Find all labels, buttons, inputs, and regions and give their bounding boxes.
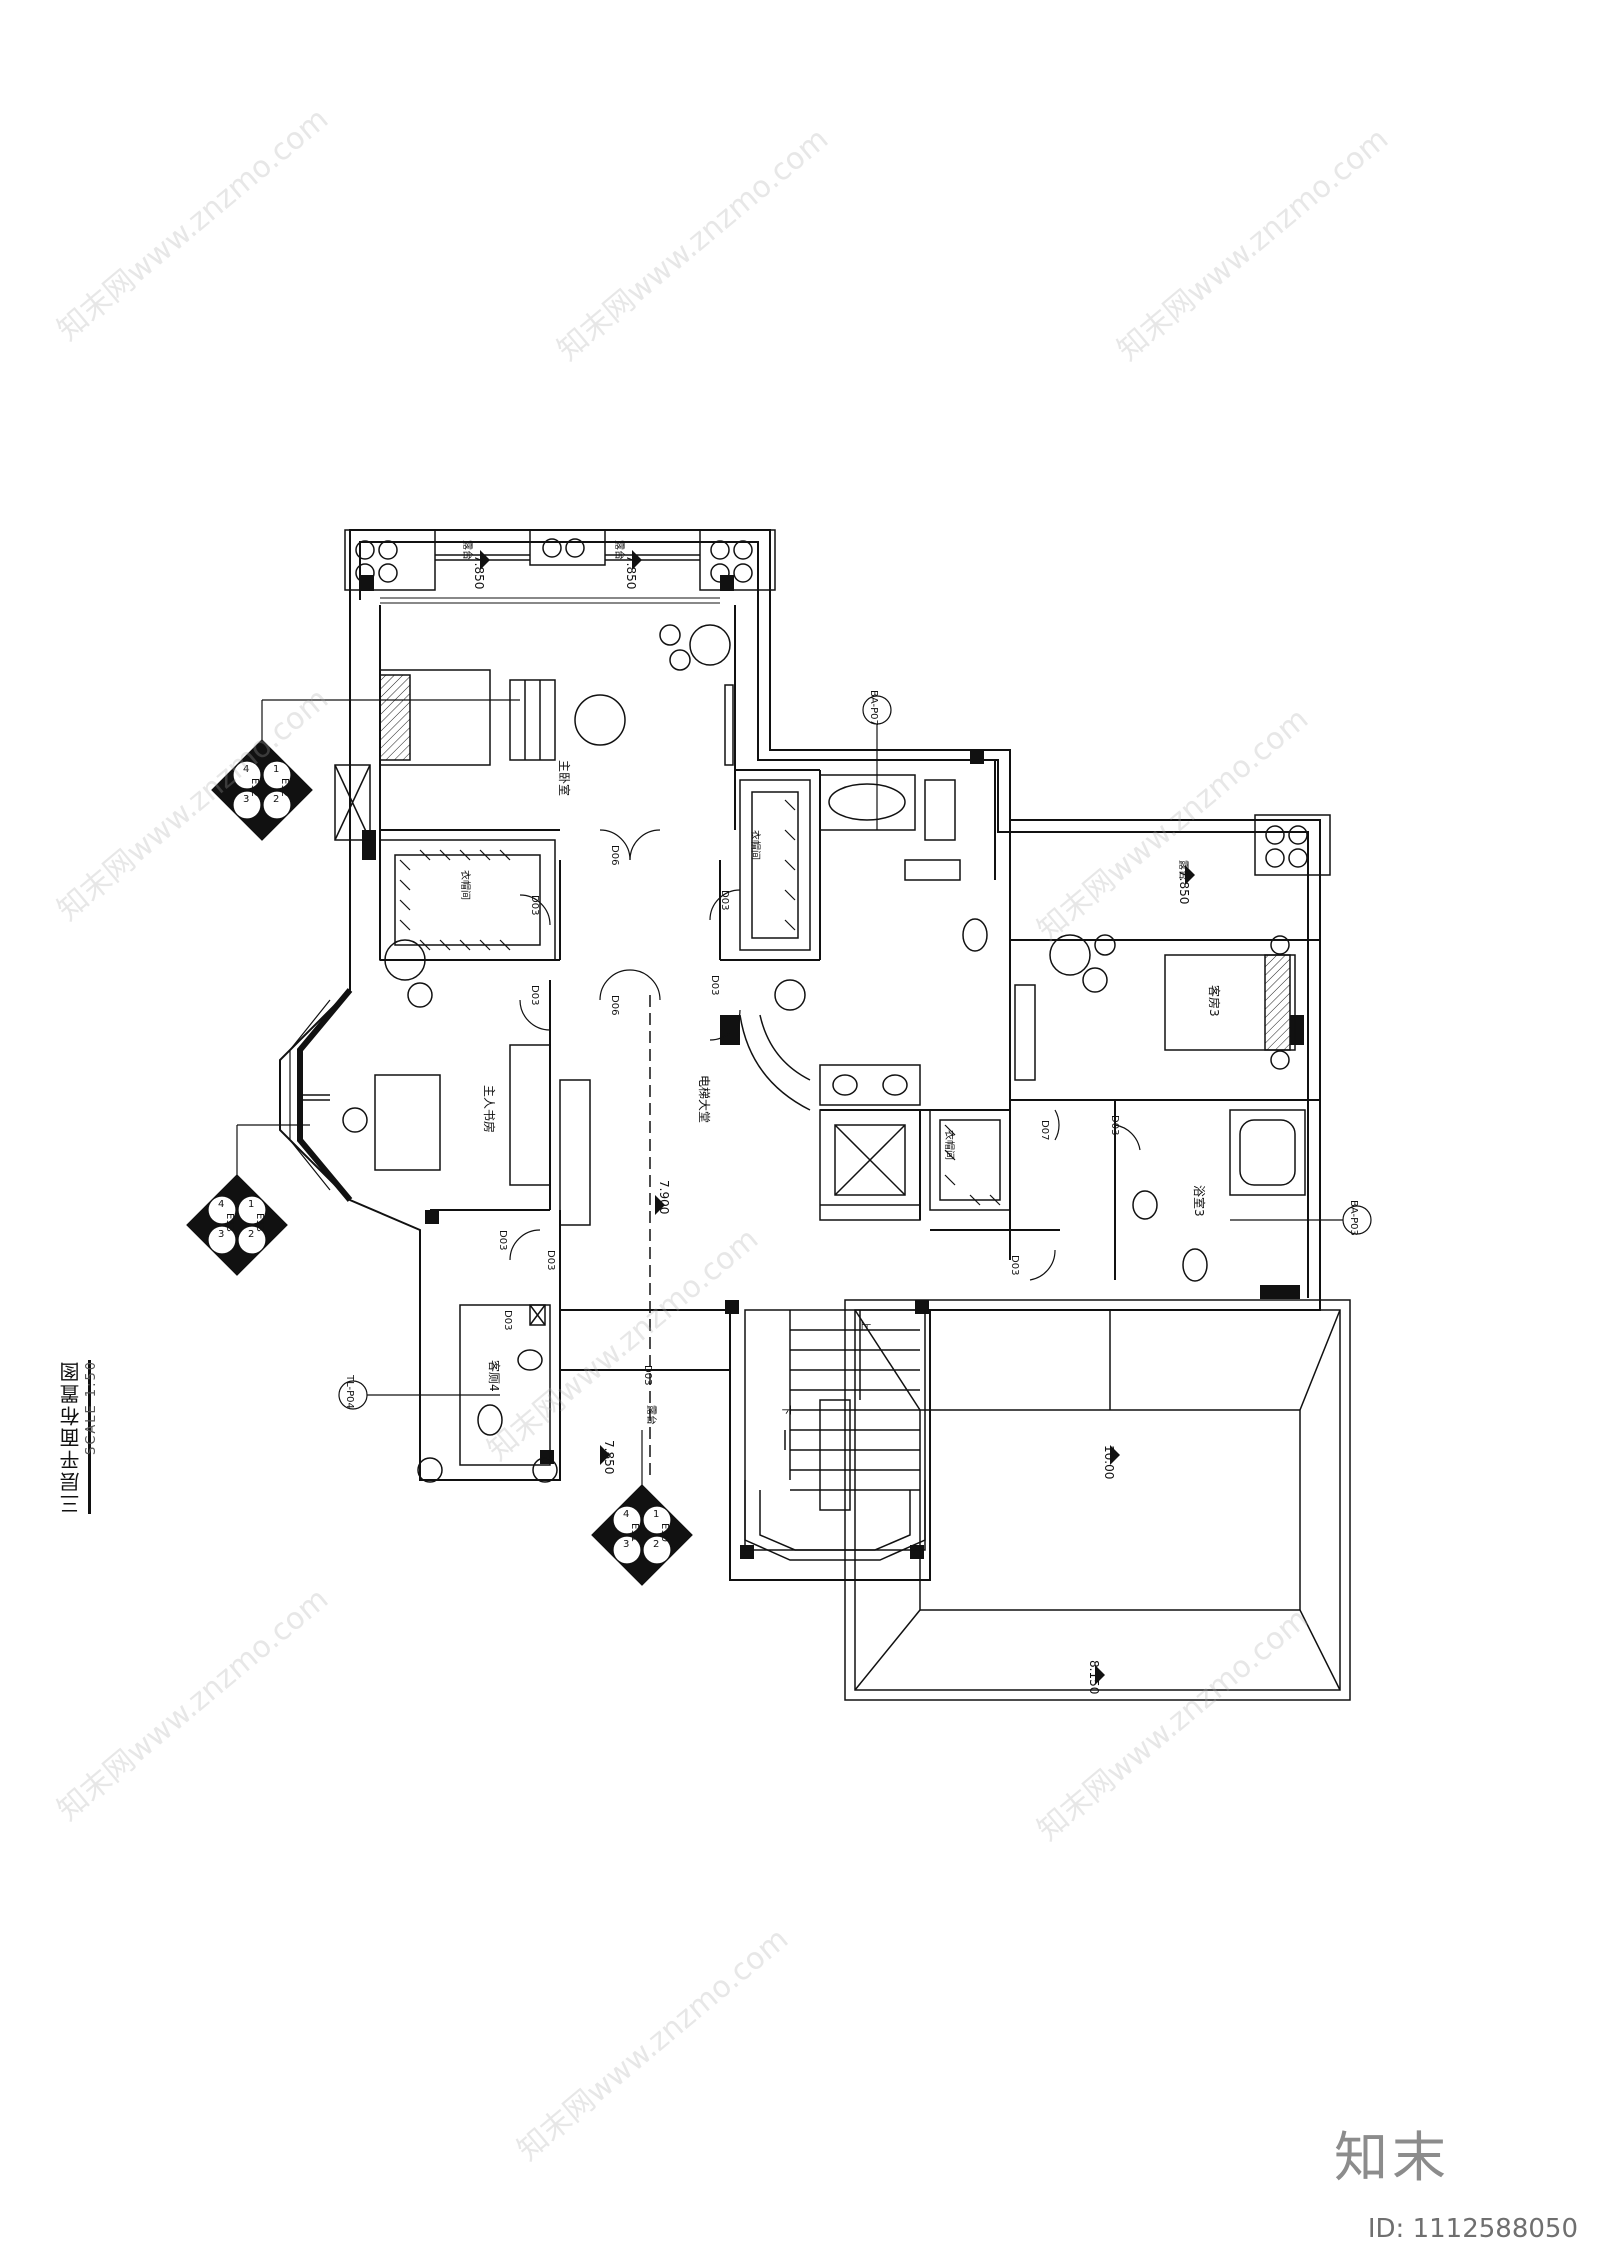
stair-down-label: 下 bbox=[780, 1405, 791, 1415]
elevation-labels: 7.850 7.850 7.850 7.850 7.900 10.00 8.15… bbox=[472, 555, 1191, 1694]
e11-num-3: 3 bbox=[623, 1539, 629, 1550]
door-tag-d07: D07 bbox=[1039, 1120, 1050, 1140]
e12-num-3: 3 bbox=[243, 794, 249, 805]
e11-num-2: 2 bbox=[653, 1539, 659, 1550]
e13-code-b: E13 bbox=[224, 1213, 235, 1232]
elevation-7850-c: 7.850 bbox=[1177, 870, 1191, 904]
e13-code-a: E13 bbox=[254, 1213, 265, 1232]
brand-logo: 知末 bbox=[1334, 2126, 1450, 2189]
door-tag-d03-d: D03 bbox=[709, 975, 720, 995]
label-closet-c: 衣帽间 bbox=[943, 1130, 956, 1160]
e13-num-1: 1 bbox=[248, 1199, 254, 1210]
closet-hangers bbox=[399, 799, 1001, 1206]
door-tags: D06 D06 D03 D03 D03 D03 D03 D03 D07 D03 … bbox=[497, 845, 1120, 1385]
tag-tl-p04: TL-P04 bbox=[344, 1374, 355, 1409]
e11-num-1: 1 bbox=[653, 1509, 659, 1520]
stair-direction-labels: 上 下 bbox=[780, 1320, 871, 1415]
label-bathroom-3: 浴室3 bbox=[1192, 1185, 1207, 1217]
label-guest-room-3: 客房3 bbox=[1207, 985, 1222, 1017]
elevation-markers bbox=[480, 550, 1195, 1685]
e13-num-4: 4 bbox=[218, 1199, 224, 1210]
e11-code-b: E10 bbox=[659, 1523, 670, 1542]
e12-num-1: 1 bbox=[273, 764, 279, 775]
label-guest-bath-4: 客厕4 bbox=[487, 1360, 502, 1392]
elevation-roof-1000: 10.00 bbox=[1102, 1445, 1116, 1479]
master-bed bbox=[334, 624, 734, 841]
door-tag-d03-i: D03 bbox=[642, 1365, 653, 1385]
e12-code-b: E12 bbox=[249, 778, 260, 797]
e11-num-4: 4 bbox=[623, 1509, 629, 1520]
door-tag-d03-j: D03 bbox=[497, 1230, 508, 1250]
label-terrace-top: 露台 bbox=[461, 540, 474, 560]
tag-leaders bbox=[338, 695, 1372, 1410]
label-closet-b: 衣帽间 bbox=[749, 830, 762, 860]
label-closet-a: 衣帽间 bbox=[459, 870, 472, 900]
index-symbol-e12 bbox=[211, 699, 520, 841]
door-tag-d06-a: D06 bbox=[609, 845, 620, 865]
label-master-bedroom: 主卧室 bbox=[557, 760, 572, 796]
label-terrace-top2: 露台 bbox=[613, 540, 626, 560]
door-tag-d06-b: D06 bbox=[609, 995, 620, 1015]
exterior-walls bbox=[279, 529, 1321, 1581]
tag-ba-p07: BA-P07 bbox=[868, 690, 879, 726]
door-tag-d03-c: D03 bbox=[529, 985, 540, 1005]
e13-num-2: 2 bbox=[248, 1229, 254, 1240]
e13-num-3: 3 bbox=[218, 1229, 224, 1240]
elevation-7850-a: 7.850 bbox=[472, 555, 486, 589]
guest-room-3-furniture bbox=[1014, 934, 1306, 1282]
elevation-7850-d: 7.850 bbox=[602, 1440, 616, 1474]
door-swings bbox=[509, 829, 1141, 1281]
e12-code-a: E12 bbox=[279, 778, 290, 797]
elevation-7900: 7.900 bbox=[657, 1180, 671, 1214]
elevator-shaft bbox=[819, 1109, 921, 1221]
door-tag-d03-b: D03 bbox=[719, 890, 730, 910]
label-elevator-hall: 电梯大堂 bbox=[697, 1075, 711, 1123]
stair-up-label: 上 bbox=[859, 1320, 871, 1330]
material-tags: BA-P07 BA-P03 TL-P04 bbox=[344, 690, 1359, 1409]
label-master-study: 主人书房 bbox=[482, 1085, 497, 1133]
structural-columns bbox=[360, 575, 1304, 1559]
label-terrace-bottom: 露台 bbox=[645, 1405, 658, 1425]
door-tag-d03-g: D03 bbox=[1109, 1115, 1120, 1135]
e11-code-a: E11 bbox=[629, 1523, 640, 1542]
hall-fixtures bbox=[559, 979, 811, 1480]
guest-bath-4-fixtures bbox=[417, 1304, 558, 1483]
e12-num-4: 4 bbox=[243, 764, 249, 775]
drawing-title-block: 三层平面布置图 SCALE 1:50 bbox=[56, 1360, 106, 1540]
room-labels: 主卧室 主人书房 电梯大堂 衣帽间 衣帽间 衣帽间 客房3 浴室3 客厕4 露台… bbox=[459, 540, 1222, 1425]
label-terrace-right: 露台 bbox=[1177, 860, 1190, 880]
window-strip-top bbox=[380, 597, 720, 604]
door-tag-d03-e: D03 bbox=[545, 1250, 556, 1270]
e12-num-2: 2 bbox=[273, 794, 279, 805]
image-id: ID: 1112588050 bbox=[1367, 2214, 1578, 2244]
study-furniture bbox=[289, 939, 551, 1202]
door-tag-d03-f: D03 bbox=[502, 1310, 513, 1330]
master-bath-fixtures bbox=[819, 774, 988, 1106]
drawing-scale: SCALE 1:50 bbox=[84, 1360, 99, 1456]
staircase bbox=[744, 1309, 926, 1561]
roof-plan bbox=[844, 1299, 1351, 1701]
interior-walls bbox=[379, 605, 1320, 1371]
tag-ba-p03: BA-P03 bbox=[1348, 1200, 1359, 1236]
elevation-eave-8150: 8.150 bbox=[1087, 1660, 1101, 1694]
index-symbol-e13 bbox=[186, 1124, 310, 1276]
index-symbol-text: 1 2 3 4 E12 E12 1 2 3 4 E13 E13 1 2 3 4 … bbox=[218, 764, 670, 1550]
door-tag-d03-a: D03 bbox=[529, 895, 540, 915]
index-symbol-e11 bbox=[591, 1430, 693, 1586]
closet-racks bbox=[379, 779, 1011, 1211]
door-tag-d03-h: D03 bbox=[1009, 1255, 1020, 1275]
elevation-7850-b: 7.850 bbox=[624, 555, 638, 589]
